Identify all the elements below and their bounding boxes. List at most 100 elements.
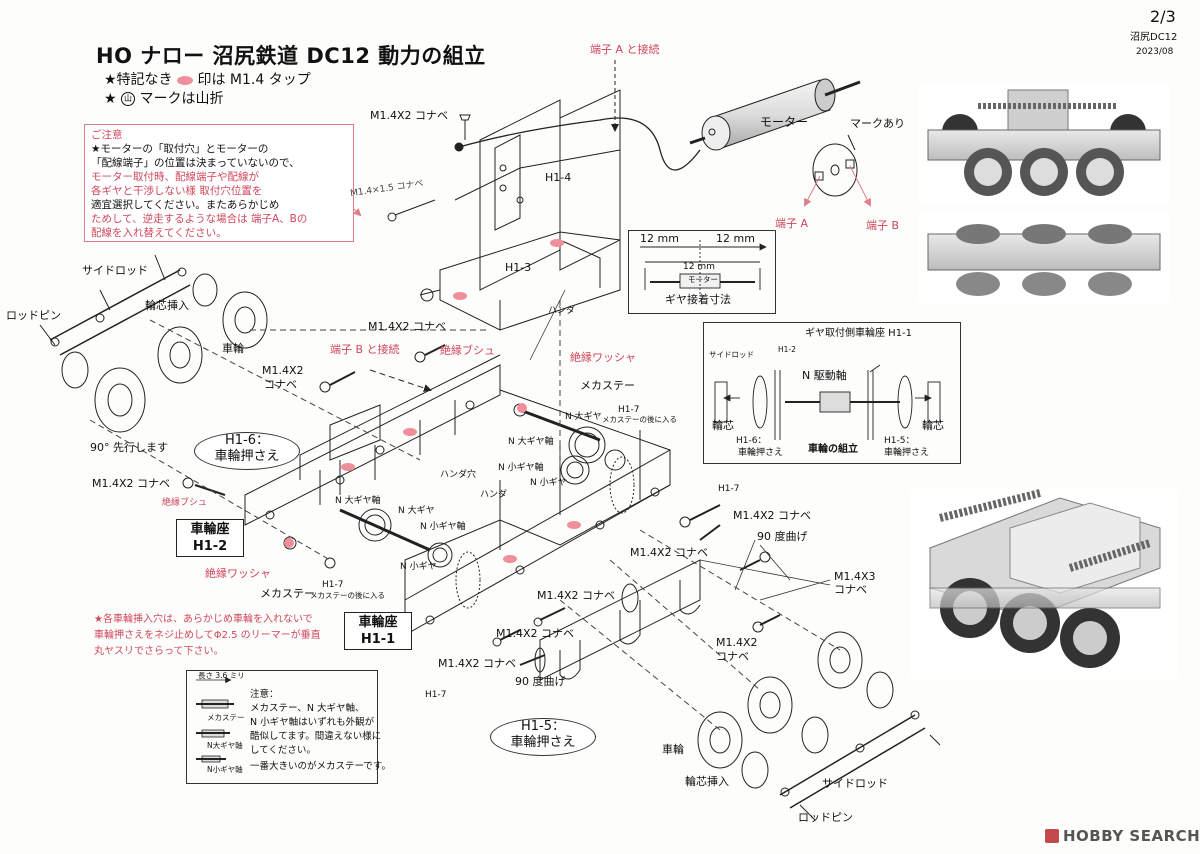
legend-tap: ★特記なき 印は M1.4 タップ: [104, 72, 311, 88]
h1-5-oval: H1-5： 車輪押さえ: [490, 718, 596, 756]
label-rod-pin-bottom: ロッドピン: [798, 811, 853, 824]
label-terminal-a-connect: 端子 A と接続: [590, 43, 660, 56]
wa-wheel-core-right: 輪芯: [922, 419, 944, 432]
label-h1-7-left-note: メカステーの後に入る: [310, 591, 385, 600]
label-mechastay-top: メカステー: [580, 379, 635, 392]
motor-end-cap: [804, 134, 871, 207]
label-n-big-gear-shaft: N 大ギヤ軸: [508, 437, 554, 447]
label-screw-center: M1.4X2 コナベ: [630, 546, 709, 559]
watermark-text: HOBBY SEARCH: [1063, 827, 1200, 845]
h1-6-oval-title: H1-6：: [224, 433, 269, 448]
label-n-small-gear: N 小ギヤ: [530, 478, 567, 488]
mountain-fold-icon: 山: [121, 92, 136, 106]
wa-h1-6: H1-6：: [736, 436, 767, 446]
shaft-note-line: してください。: [250, 745, 316, 756]
wa-n-drive-shaft: N 駆動軸: [802, 369, 847, 382]
wa-side-rod: サイドロッド: [709, 350, 754, 359]
shaft-note-line: 一番大きいのがメカステーです。: [250, 761, 391, 772]
shaft-mechastay: メカステー: [207, 713, 245, 722]
label-side-rod-left: サイドロッド: [82, 264, 148, 277]
h1-6-oval: H1-6： 車輪押さえ: [194, 432, 300, 470]
shaft-note-line: メカステー、N 大ギヤ軸、: [250, 703, 365, 714]
label-screw-low-1: M1.4X2 コナベ: [537, 589, 616, 602]
label-insulating-bush-top: 絶縁ブシュ: [440, 344, 495, 357]
tap-marker-icon: [177, 75, 194, 85]
h1-5-oval-title: H1-5：: [520, 719, 565, 734]
label-insulating-washer-top: 絶縁ワッシャ: [570, 351, 636, 364]
shaft-note-line: N 小ギヤ軸はいずれも外観が: [250, 717, 375, 728]
notice-line: 配線を入れ替えてください。: [91, 227, 227, 239]
wa-h1-5: H1-5：: [884, 436, 915, 446]
date: 2023/08: [1136, 47, 1174, 57]
label-h1-4: H1-4: [545, 171, 572, 184]
label-terminal-a: 端子 A: [775, 217, 809, 230]
shaft-note-line: 注意：: [250, 689, 279, 700]
label-screw-left-1b: コナベ: [264, 378, 297, 391]
reaming-note-line: ★各車輪挿入穴は、あらかじめ車輪を入れないで: [94, 614, 313, 625]
label-n-small-gear-2: N 小ギヤ: [400, 562, 437, 572]
label-rod-pin-left: ロッドピン: [6, 309, 61, 322]
label-screw-left-2: M1.4X2 コナベ: [92, 477, 171, 490]
notice-line: ★モーターの「取付穴」とモーターの: [91, 143, 269, 155]
dim-right: 12 mm: [716, 232, 755, 245]
label-n-small-gear-shaft: N 小ギヤ軸: [498, 463, 544, 473]
dim-motor: モーター: [688, 275, 718, 284]
notice-line: ためして、逆走するような場合は 端子A、Bの: [91, 213, 308, 225]
label-solder-2: ハンダ: [480, 490, 508, 500]
legend-fold-suffix: マークは山折: [139, 91, 224, 107]
watermark-logo-icon: [1045, 829, 1059, 843]
wheel-assembly-panel: [703, 322, 961, 464]
wheel-seat-h1-1-title: 車輪座: [358, 615, 398, 630]
wheel-seat-h1-2-label: 車輪座 H1-2: [176, 519, 244, 557]
label-wheel-insert-left: 輪芯挿入: [145, 299, 189, 312]
page-number: 2/3: [1150, 7, 1176, 26]
gear-dimension-drawing: [640, 240, 767, 295]
label-advance-90: 90° 先行します: [90, 441, 168, 454]
legend-tap-suffix: 印は M1.4 タップ: [197, 72, 311, 88]
model-name: 沼尻DC12: [1130, 32, 1178, 43]
label-wheel-left: 車輪: [222, 342, 244, 355]
right-wheelset: [697, 631, 941, 821]
wa-h1-2: H1-2: [778, 345, 796, 354]
label-n-big-gear: N 大ギヤ: [565, 412, 602, 422]
label-mechastay-left: メカステー: [260, 587, 315, 600]
label-side-rod-bottom: サイドロッド: [822, 777, 888, 790]
label-h1-3: H1-3: [505, 261, 532, 274]
label-screw-low-3b: コナベ: [716, 650, 749, 663]
label-wheel-insert-bottom: 輪芯挿入: [685, 775, 729, 788]
gear-train-bottom: [283, 508, 481, 609]
notice-box: ご注意 ★モーターの「取付穴」とモーターの 「配線端子」の位置は決まっていないの…: [84, 124, 354, 242]
label-solder: ハンダ: [548, 306, 576, 316]
wheel-seat-h1-2-code: H1-2: [192, 539, 228, 554]
label-terminal-b: 端子 B: [866, 219, 900, 232]
label-insulating-bush-left: 絶縁ブシュ: [162, 498, 208, 508]
label-insulating-washer-left: 絶縁ワッシャ: [205, 567, 271, 580]
wa-caption: 車輪の組立: [808, 444, 858, 455]
shaft-n-big: N大ギヤ軸: [207, 741, 243, 750]
wa-h1-5-sub: 車輪押さえ: [884, 448, 930, 458]
motor: [689, 78, 861, 151]
wheel-assembly-drawing: [714, 364, 941, 440]
watermark: HOBBY SEARCH: [1045, 827, 1200, 845]
label-screw-low-3a: M1.4X2: [716, 636, 758, 649]
dim-inner: 12 mm: [683, 262, 715, 272]
screws: [182, 344, 781, 666]
label-screw-mid-top: M1.4X2 コナベ: [368, 320, 447, 333]
label-wheel-bottom: 車輪: [662, 743, 684, 756]
wheel-seat-h1-1-label: 車輪座 H1-1: [344, 612, 412, 650]
notice-line: 適宜選択してください。またあらかじめ: [91, 199, 280, 211]
notice-line: 「配線端子」の位置は決まっていないので、: [91, 157, 300, 169]
shaft-note-line: 酷似してます。間違えない様に: [250, 731, 382, 742]
label-screw-left-1a: M1.4X2: [262, 364, 304, 377]
photo-chassis-underside: [918, 212, 1170, 304]
label-h1-7-top-note: メカステーの後に入る: [602, 415, 677, 424]
label-bend-90-right: 90 度曲げ: [757, 530, 808, 543]
left-wheelset: [39, 254, 268, 433]
dim-caption: ギヤ接着寸法: [665, 293, 731, 306]
label-motor: モーター: [760, 115, 809, 129]
shaft-note-panel: [186, 670, 378, 784]
gear-dimension-panel: [628, 230, 776, 314]
reaming-note-line: 車輪押さえをネジ止めしてΦ2.5 のリーマーが垂直: [94, 630, 321, 641]
h1-2-side-plate: [244, 364, 501, 526]
